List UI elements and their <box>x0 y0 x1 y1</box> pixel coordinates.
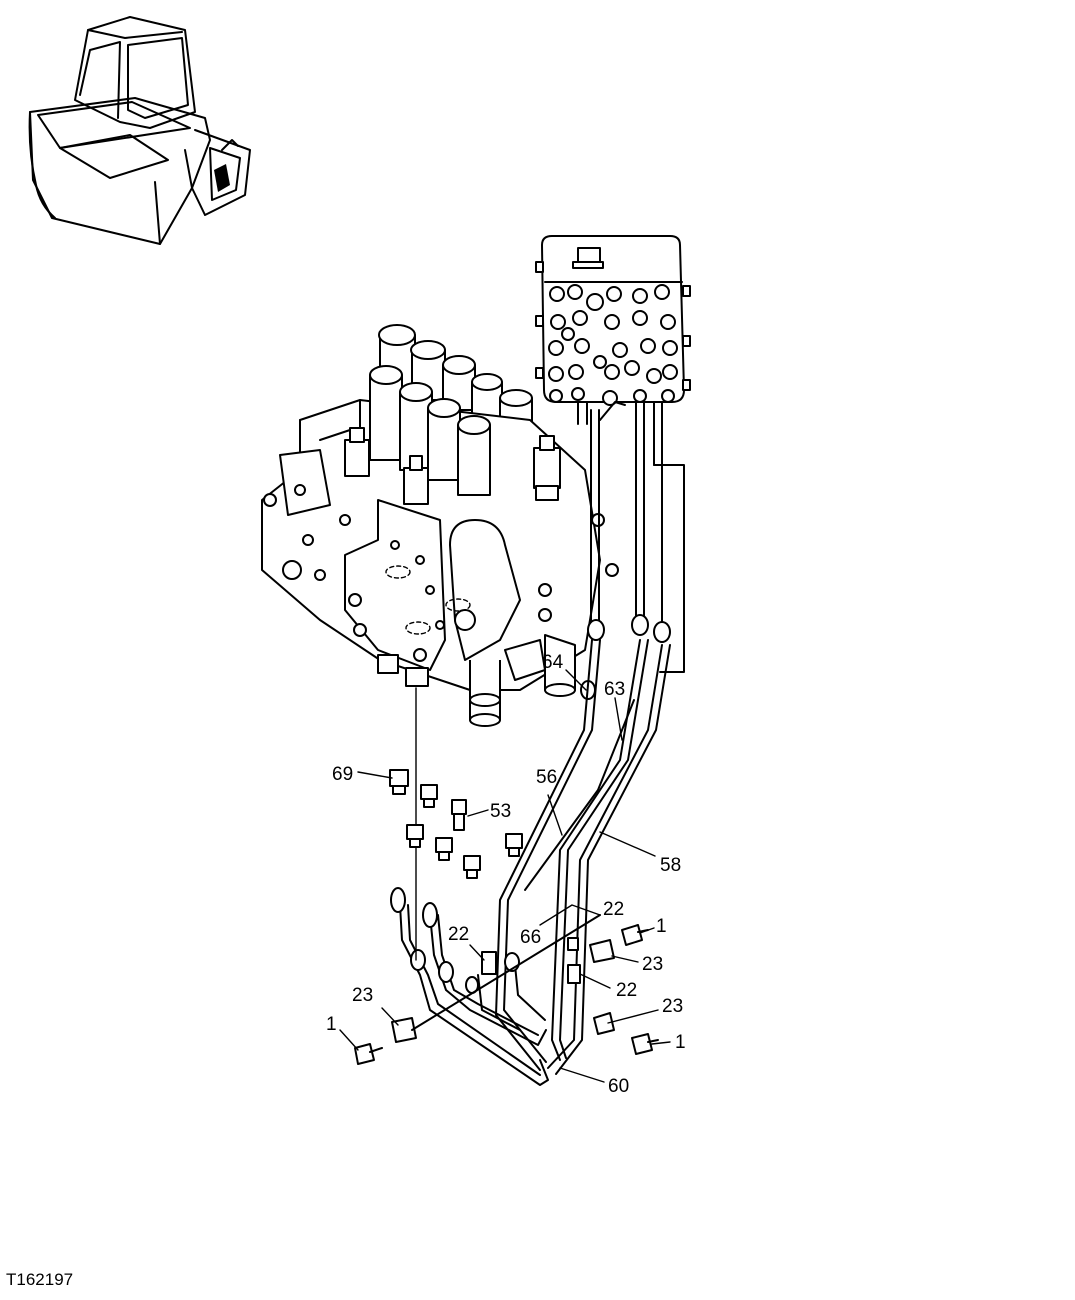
callout-69: 69 <box>332 764 353 785</box>
callout-23-left: 23 <box>352 985 373 1006</box>
callout-60: 60 <box>608 1076 629 1097</box>
callout-labels: 64 63 69 56 53 58 22 1 22 66 23 22 23 23… <box>326 652 686 1097</box>
machine-locator-icon <box>28 16 251 245</box>
leader-lines <box>339 669 671 1083</box>
callout-53: 53 <box>490 801 511 822</box>
callout-22-upper: 22 <box>603 899 624 920</box>
clamps <box>391 914 615 1043</box>
callout-22-left: 22 <box>448 924 469 945</box>
callout-22-lower: 22 <box>616 980 637 1001</box>
manifold-port-fittings <box>548 284 678 406</box>
callout-56: 56 <box>536 767 557 788</box>
tube-bundle <box>390 639 671 1086</box>
callout-58: 58 <box>660 855 681 876</box>
bolts <box>354 924 659 1065</box>
callout-23-lower-right: 23 <box>662 996 683 1017</box>
callout-23-right: 23 <box>642 954 663 975</box>
control-valve <box>261 324 619 727</box>
figure-id: T162197 <box>6 1270 74 1289</box>
callout-1-left: 1 <box>326 1014 337 1035</box>
loose-fittings <box>389 769 523 879</box>
callout-1-upper: 1 <box>656 916 667 937</box>
callout-64: 64 <box>542 652 564 673</box>
callout-63: 63 <box>604 679 625 700</box>
pilot-manifold <box>535 235 691 466</box>
callout-66: 66 <box>520 927 541 948</box>
callout-1-lower-right: 1 <box>675 1032 686 1053</box>
